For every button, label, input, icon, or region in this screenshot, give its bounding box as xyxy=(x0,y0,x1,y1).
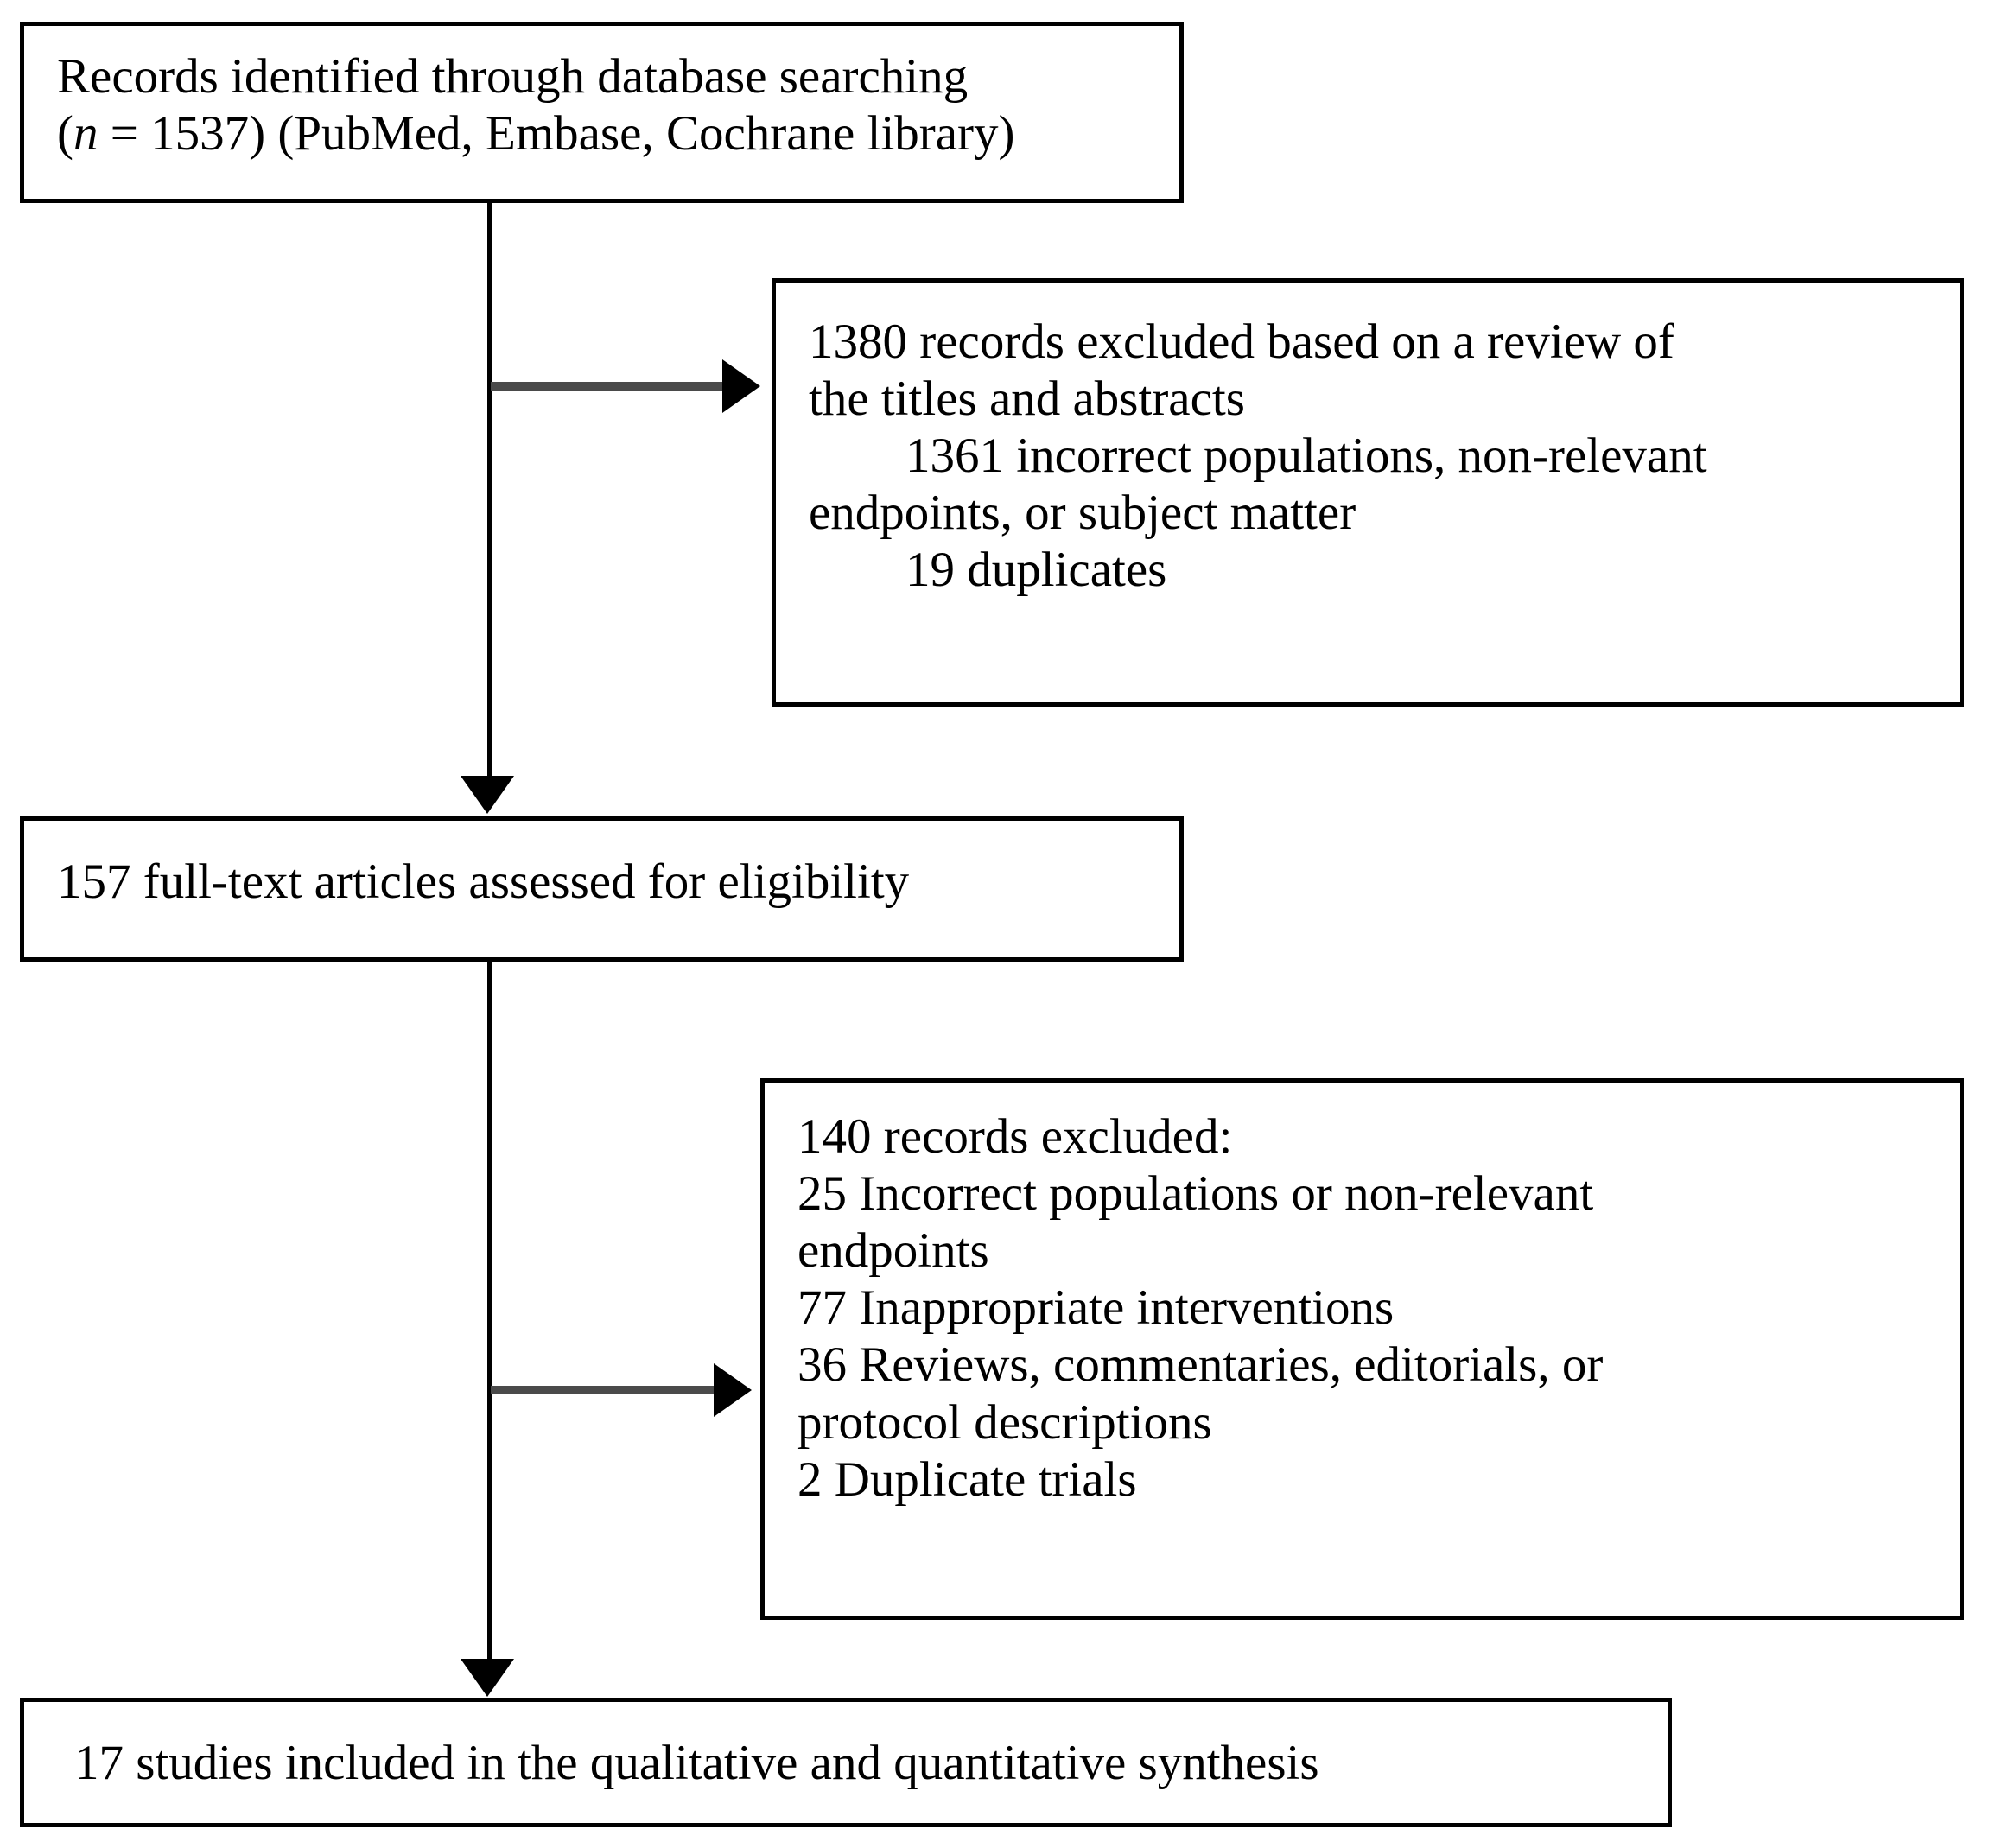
full-text-assessed-text: 157 full-text articles assessed for elig… xyxy=(57,854,910,909)
records-excluded-screening-text: 1380 records excluded based on a review … xyxy=(809,314,1942,600)
records-identified-line-2-rest: = 1537) (PubMed, Embase, Cochrane librar… xyxy=(98,106,1015,162)
records-identified-line-1: Records identified through database sear… xyxy=(57,49,969,104)
full-text-assessed-box: 157 full-text articles assessed for elig… xyxy=(20,816,1184,962)
records-excluded-screening-box: 1380 records excluded based on a review … xyxy=(772,278,1964,707)
excluded-fulltext-line-6: protocol descriptions xyxy=(797,1394,1212,1450)
excluded-fulltext-line-5: 36 Reviews, commentaries, editorials, or xyxy=(797,1337,1604,1393)
records-identified-n-symbol: n xyxy=(73,106,98,162)
excluded-fulltext-line-2: 25 Incorrect populations or non-relevant xyxy=(797,1166,1594,1222)
studies-included-box: 17 studies included in the qualitative a… xyxy=(20,1698,1672,1827)
excluded-screening-line-1: 1380 records excluded based on a review … xyxy=(809,314,1674,369)
excluded-fulltext-line-1: 140 records excluded: xyxy=(797,1109,1233,1164)
arrow-down-icon-to-included xyxy=(461,1659,514,1697)
excluded-fulltext-line-3: endpoints xyxy=(797,1223,989,1279)
excluded-screening-line-5: 19 duplicates xyxy=(905,543,1167,598)
studies-included-text: 17 studies included in the qualitative a… xyxy=(74,1736,1319,1790)
records-identified-text: Records identified through database sear… xyxy=(57,48,1162,162)
excluded-screening-line-4: endpoints, or subject matter xyxy=(809,486,1356,541)
excluded-screening-line-3: 1361 incorrect populations, non-relevant xyxy=(905,429,1707,484)
connector-line-to-excluded-fulltext xyxy=(491,1386,715,1394)
records-identified-box: Records identified through database sear… xyxy=(20,22,1184,203)
connector-line-to-excluded-screening xyxy=(491,382,724,391)
records-excluded-fulltext-text: 140 records excluded:25 Incorrect popula… xyxy=(797,1108,1942,1508)
arrow-right-icon-to-excluded-screening xyxy=(722,359,760,413)
excluded-fulltext-line-4: 77 Inappropriate interventions xyxy=(797,1280,1395,1336)
excluded-screening-line-2: the titles and abstracts xyxy=(809,372,1245,427)
connector-line-eligibility-to-included xyxy=(487,962,492,1661)
connector-line-identified-to-eligibility xyxy=(487,203,492,778)
arrow-right-icon-to-excluded-fulltext xyxy=(714,1363,752,1417)
arrow-down-icon-to-eligibility xyxy=(461,776,514,814)
records-excluded-fulltext-box: 140 records excluded:25 Incorrect popula… xyxy=(760,1078,1964,1620)
records-identified-line-2-prefix: ( xyxy=(57,106,73,162)
excluded-fulltext-line-7: 2 Duplicate trials xyxy=(797,1451,1137,1507)
